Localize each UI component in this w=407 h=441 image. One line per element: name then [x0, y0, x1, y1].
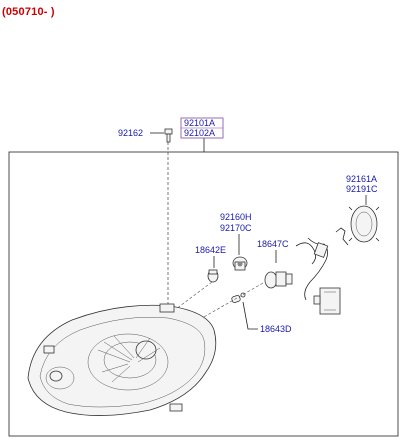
label-92160H[interactable]: 92160H [220, 212, 252, 222]
label-92162[interactable]: 92162 [118, 128, 143, 138]
headlamp-housing[interactable] [27, 303, 217, 416]
small-bulb[interactable] [207, 269, 219, 283]
label-18647C[interactable]: 18647C [257, 239, 289, 249]
label-92101A[interactable]: 92101A [184, 118, 215, 128]
diagram-header-code: (050710- ) [2, 6, 55, 18]
bulb-socket[interactable] [232, 256, 248, 271]
screw-92162[interactable] [164, 128, 173, 143]
label-92102A[interactable]: 92102A [184, 128, 215, 138]
socket-cover[interactable] [348, 205, 380, 243]
wire-clip [335, 227, 349, 246]
assembly-frame [8, 151, 399, 437]
label-18643D[interactable]: 18643D [260, 324, 292, 334]
label-92191C[interactable]: 92191C [346, 184, 378, 194]
wiring-harness[interactable] [295, 237, 341, 315]
label-18642E[interactable]: 18642E [195, 245, 226, 255]
label-92161A[interactable]: 92161A [346, 174, 377, 184]
side-marker-bulb[interactable] [231, 292, 246, 304]
label-92170C[interactable]: 92170C [220, 223, 252, 233]
headlamp-bulb[interactable] [264, 271, 293, 289]
